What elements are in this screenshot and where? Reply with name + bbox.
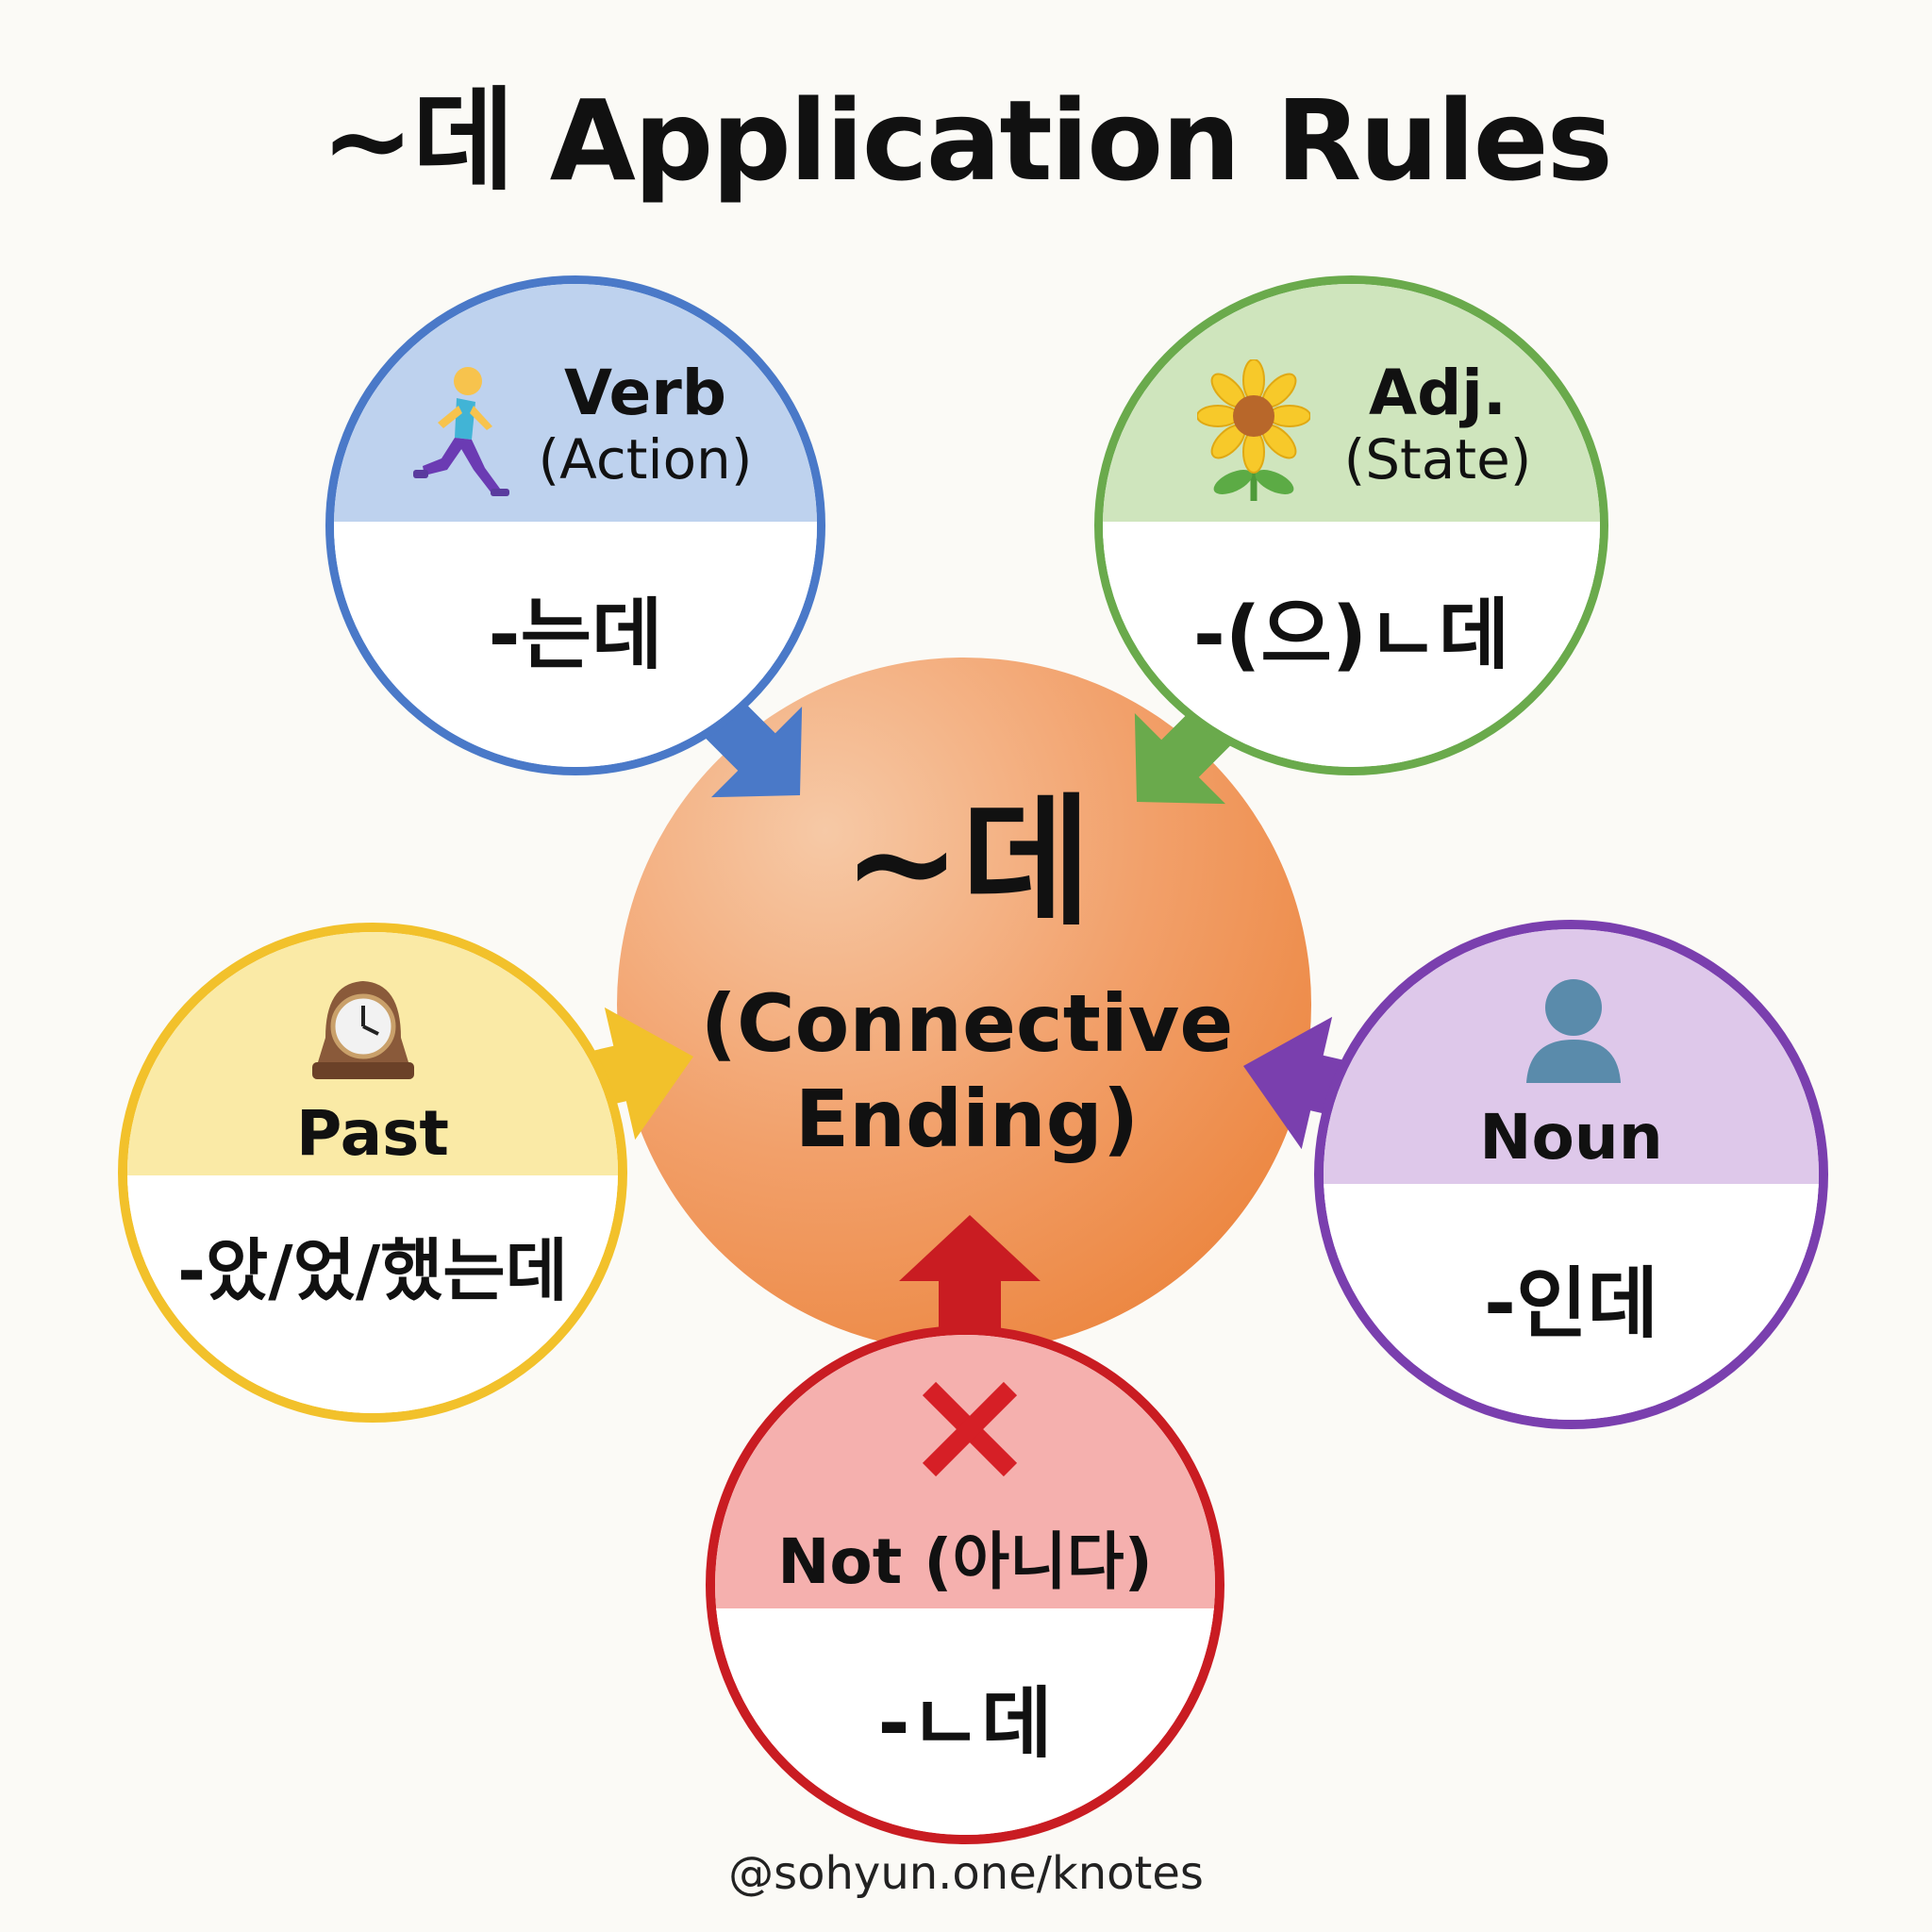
center-sub-line2: Ending): [794, 1072, 1140, 1165]
node-past-body: [127, 1175, 618, 1413]
node-past-head: Past: [296, 1097, 449, 1170]
node-adj-body: [1103, 522, 1600, 767]
node-noun-form: -인데: [1484, 1259, 1658, 1349]
node-past-form: -았/었/했는데: [177, 1231, 568, 1310]
sunflower-icon: [1197, 359, 1310, 501]
page-title: ~데 Application Rules: [321, 75, 1613, 206]
node-verb-header: [334, 284, 817, 539]
center-sub-line1: (Connective: [700, 977, 1234, 1070]
runner-icon: [413, 367, 509, 496]
node-not-form: -ㄴ데: [877, 1679, 1053, 1769]
node-verb: Verb (Action) -는데: [325, 275, 825, 775]
node-not-body: [715, 1608, 1215, 1835]
node-verb-sub: (Action): [538, 427, 753, 491]
center-main-label: ~데: [842, 781, 1091, 945]
node-noun-body: [1324, 1184, 1819, 1420]
clock-icon: [312, 981, 414, 1079]
cross-mark-icon: [922, 1381, 1018, 1477]
node-verb-form: -는데: [488, 591, 663, 680]
footer-credit: @sohyun.one/knotes: [728, 1847, 1204, 1900]
node-not: Not (아니다) -ㄴ데: [706, 1325, 1224, 1844]
node-past: Past -았/었/했는데: [118, 923, 627, 1423]
node-noun-head: Noun: [1479, 1101, 1663, 1174]
center-circle: [617, 658, 1311, 1352]
node-adj-header: [1103, 284, 1600, 539]
node-not-header: [715, 1335, 1215, 1627]
center-sub-label: (Connective Ending): [660, 976, 1274, 1167]
node-verb-body: [334, 522, 817, 767]
node-noun: Noun -인데: [1314, 920, 1828, 1429]
arrow-not: [899, 1215, 1041, 1361]
node-adj: Adj. (State) -(으)ㄴ데: [1094, 275, 1608, 775]
person-silhouette-icon: [1526, 979, 1621, 1083]
node-adj-form: -(으)ㄴ데: [1192, 591, 1510, 680]
node-verb-head: Verb: [563, 357, 727, 429]
node-not-head: Not (아니다): [777, 1525, 1153, 1598]
node-adj-head: Adj.: [1368, 357, 1507, 429]
node-adj-sub: (State): [1343, 427, 1532, 491]
